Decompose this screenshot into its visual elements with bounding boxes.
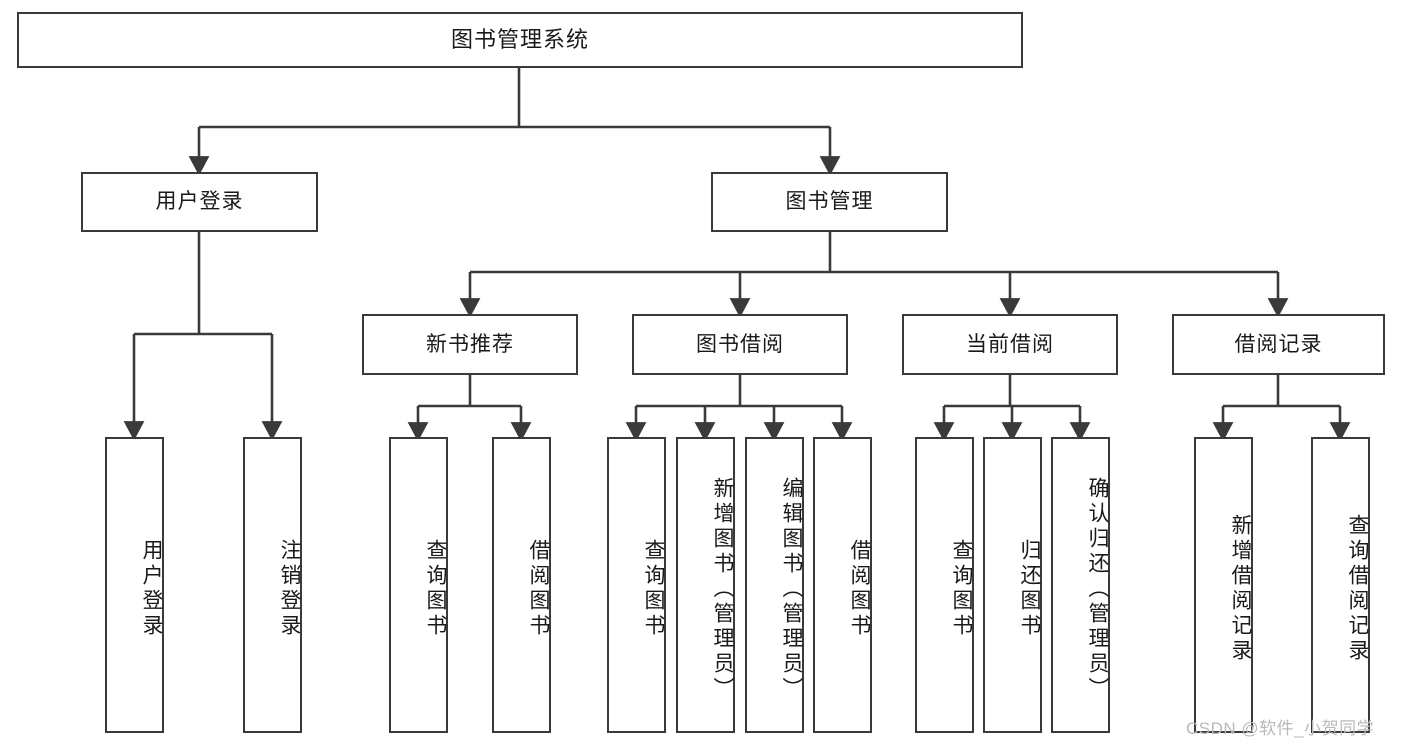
csdn-watermark: CSDN @软件_小贺同学 [1186, 719, 1375, 738]
leaf-edit-book-admin[interactable]: 编辑图书（管理员） [745, 437, 804, 733]
leaf-label: 新增借阅记录 [1229, 514, 1252, 664]
leaf-label: 确认归还（管理员） [1086, 476, 1109, 702]
leaf-add-book-admin[interactable]: 新增图书（管理员） [676, 437, 735, 733]
node-book-management[interactable]: 图书管理 [711, 172, 948, 232]
node-root-system[interactable]: 图书管理系统 [17, 12, 1023, 68]
leaf-label: 编辑图书（管理员） [780, 476, 803, 702]
leaf-query-book-recommend[interactable]: 查询图书 [389, 437, 448, 733]
node-borrow-record[interactable]: 借阅记录 [1172, 314, 1385, 375]
node-user-login[interactable]: 用户登录 [81, 172, 318, 232]
leaf-label: 查询图书 [424, 539, 447, 639]
leaf-label: 注销登录 [278, 539, 301, 639]
leaf-label: 查询图书 [642, 539, 665, 639]
leaf-query-book-current[interactable]: 查询图书 [915, 437, 974, 733]
node-book-borrow[interactable]: 图书借阅 [632, 314, 848, 375]
leaf-label: 查询图书 [950, 539, 973, 639]
leaf-label: 查询借阅记录 [1346, 514, 1369, 664]
leaf-borrow-book[interactable]: 借阅图书 [813, 437, 872, 733]
leaf-return-book[interactable]: 归还图书 [983, 437, 1042, 733]
node-new-book-recommend[interactable]: 新书推荐 [362, 314, 578, 375]
leaf-query-book-borrow[interactable]: 查询图书 [607, 437, 666, 733]
leaf-query-borrow-record[interactable]: 查询借阅记录 [1311, 437, 1370, 733]
leaf-user-login[interactable]: 用户登录 [105, 437, 164, 733]
leaf-borrow-book-recommend[interactable]: 借阅图书 [492, 437, 551, 733]
leaf-label: 用户登录 [140, 539, 163, 639]
leaf-confirm-return-admin[interactable]: 确认归还（管理员） [1051, 437, 1110, 733]
node-current-borrow[interactable]: 当前借阅 [902, 314, 1118, 375]
leaf-label: 归还图书 [1018, 539, 1041, 639]
leaf-label: 新增图书（管理员） [711, 476, 734, 702]
leaf-logout[interactable]: 注销登录 [243, 437, 302, 733]
leaf-label: 借阅图书 [527, 539, 550, 639]
leaf-label: 借阅图书 [848, 539, 871, 639]
leaf-add-borrow-record[interactable]: 新增借阅记录 [1194, 437, 1253, 733]
